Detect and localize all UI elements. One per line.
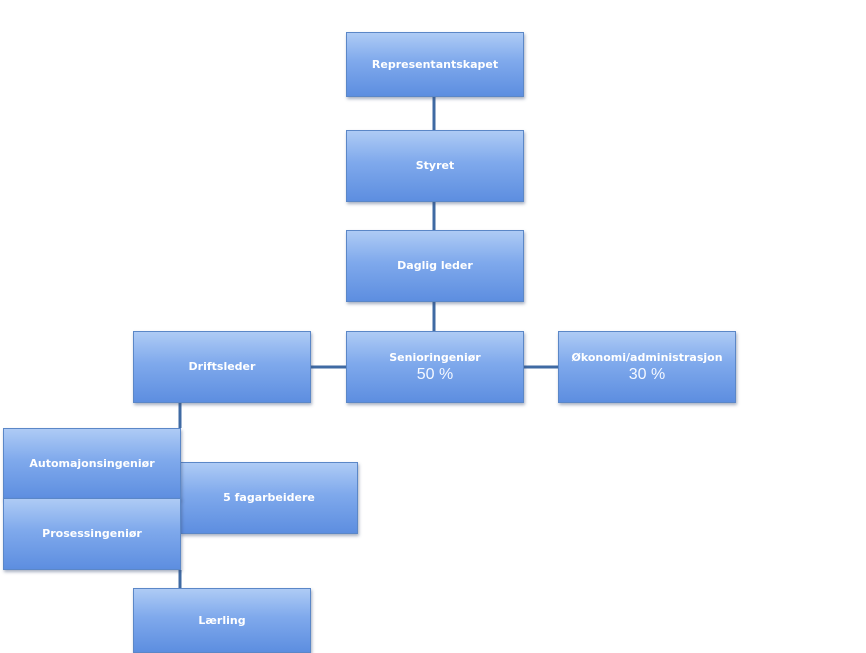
node-label: Økonomi/administrasjon bbox=[571, 350, 723, 364]
node-label: Lærling bbox=[198, 613, 246, 627]
node-5-fagarbeidere: 5 fagarbeidere bbox=[180, 462, 358, 534]
node-daglig-leder: Daglig leder bbox=[346, 230, 524, 302]
node-percentage: 30 % bbox=[628, 365, 666, 383]
node-label: Styret bbox=[415, 159, 455, 172]
node-styret: Styret bbox=[346, 130, 524, 202]
node-okonomi-administrasjon: Økonomi/administrasjon 30 % bbox=[558, 331, 736, 403]
node-driftsleder: Driftsleder bbox=[133, 331, 311, 403]
node-label: Driftsleder bbox=[188, 360, 256, 373]
node-representantskapet: Representantskapet bbox=[346, 32, 524, 97]
node-label: 5 fagarbeidere bbox=[223, 491, 315, 504]
node-label: Representantskapet bbox=[371, 57, 499, 71]
node-laerling: Lærling bbox=[133, 588, 311, 653]
node-label: Automajonsingeniør bbox=[29, 457, 155, 470]
node-prosessingenior: Prosessingeniør bbox=[3, 498, 181, 570]
node-label: Prosessingeniør bbox=[42, 527, 142, 540]
node-label: Daglig leder bbox=[397, 259, 473, 272]
node-percentage: 50 % bbox=[416, 365, 454, 383]
node-senioringenior: Senioringeniør 50 % bbox=[346, 331, 524, 403]
node-automasjonsingenior: Automajonsingeniør bbox=[3, 428, 181, 500]
node-label: Senioringeniør bbox=[389, 350, 481, 364]
